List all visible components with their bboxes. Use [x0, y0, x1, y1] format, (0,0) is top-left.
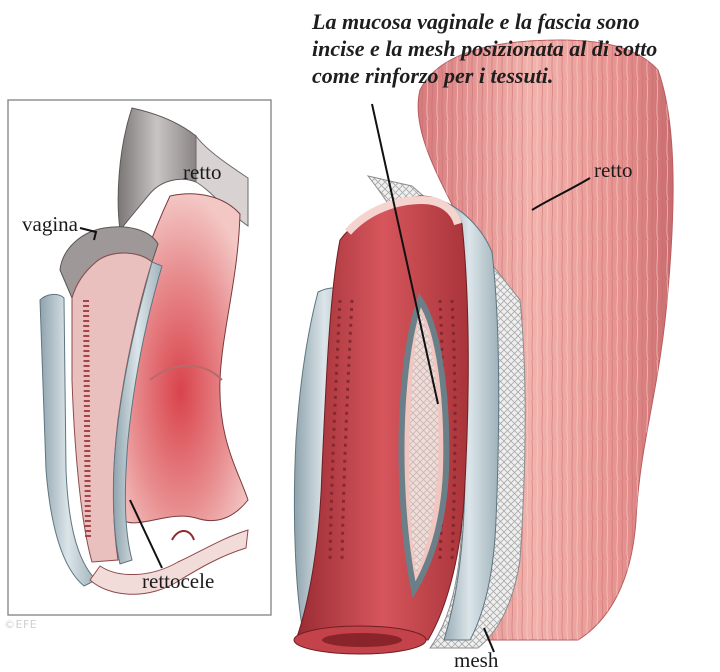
- inset-retto-label: retto: [183, 162, 221, 183]
- tube-bottom-inner: [322, 633, 402, 647]
- caption-line-3: come rinforzo per i tessuti.: [312, 62, 716, 89]
- inset-rettocele-label: rettocele: [142, 571, 214, 592]
- main-illustration: [294, 40, 673, 654]
- main-mesh-label: mesh: [454, 650, 498, 671]
- caption-line-2: incise e la mesh posizionata al di sotto: [312, 35, 716, 62]
- caption-text: La mucosa vaginale e la fascia sono inci…: [312, 8, 716, 89]
- copyright-watermark: ©EFE: [4, 618, 37, 631]
- inset-panel: [8, 100, 271, 615]
- inset-vagina-label: vagina: [22, 214, 78, 235]
- caption-line-1: La mucosa vaginale e la fascia sono: [312, 8, 716, 35]
- main-retto-label: retto: [594, 160, 632, 181]
